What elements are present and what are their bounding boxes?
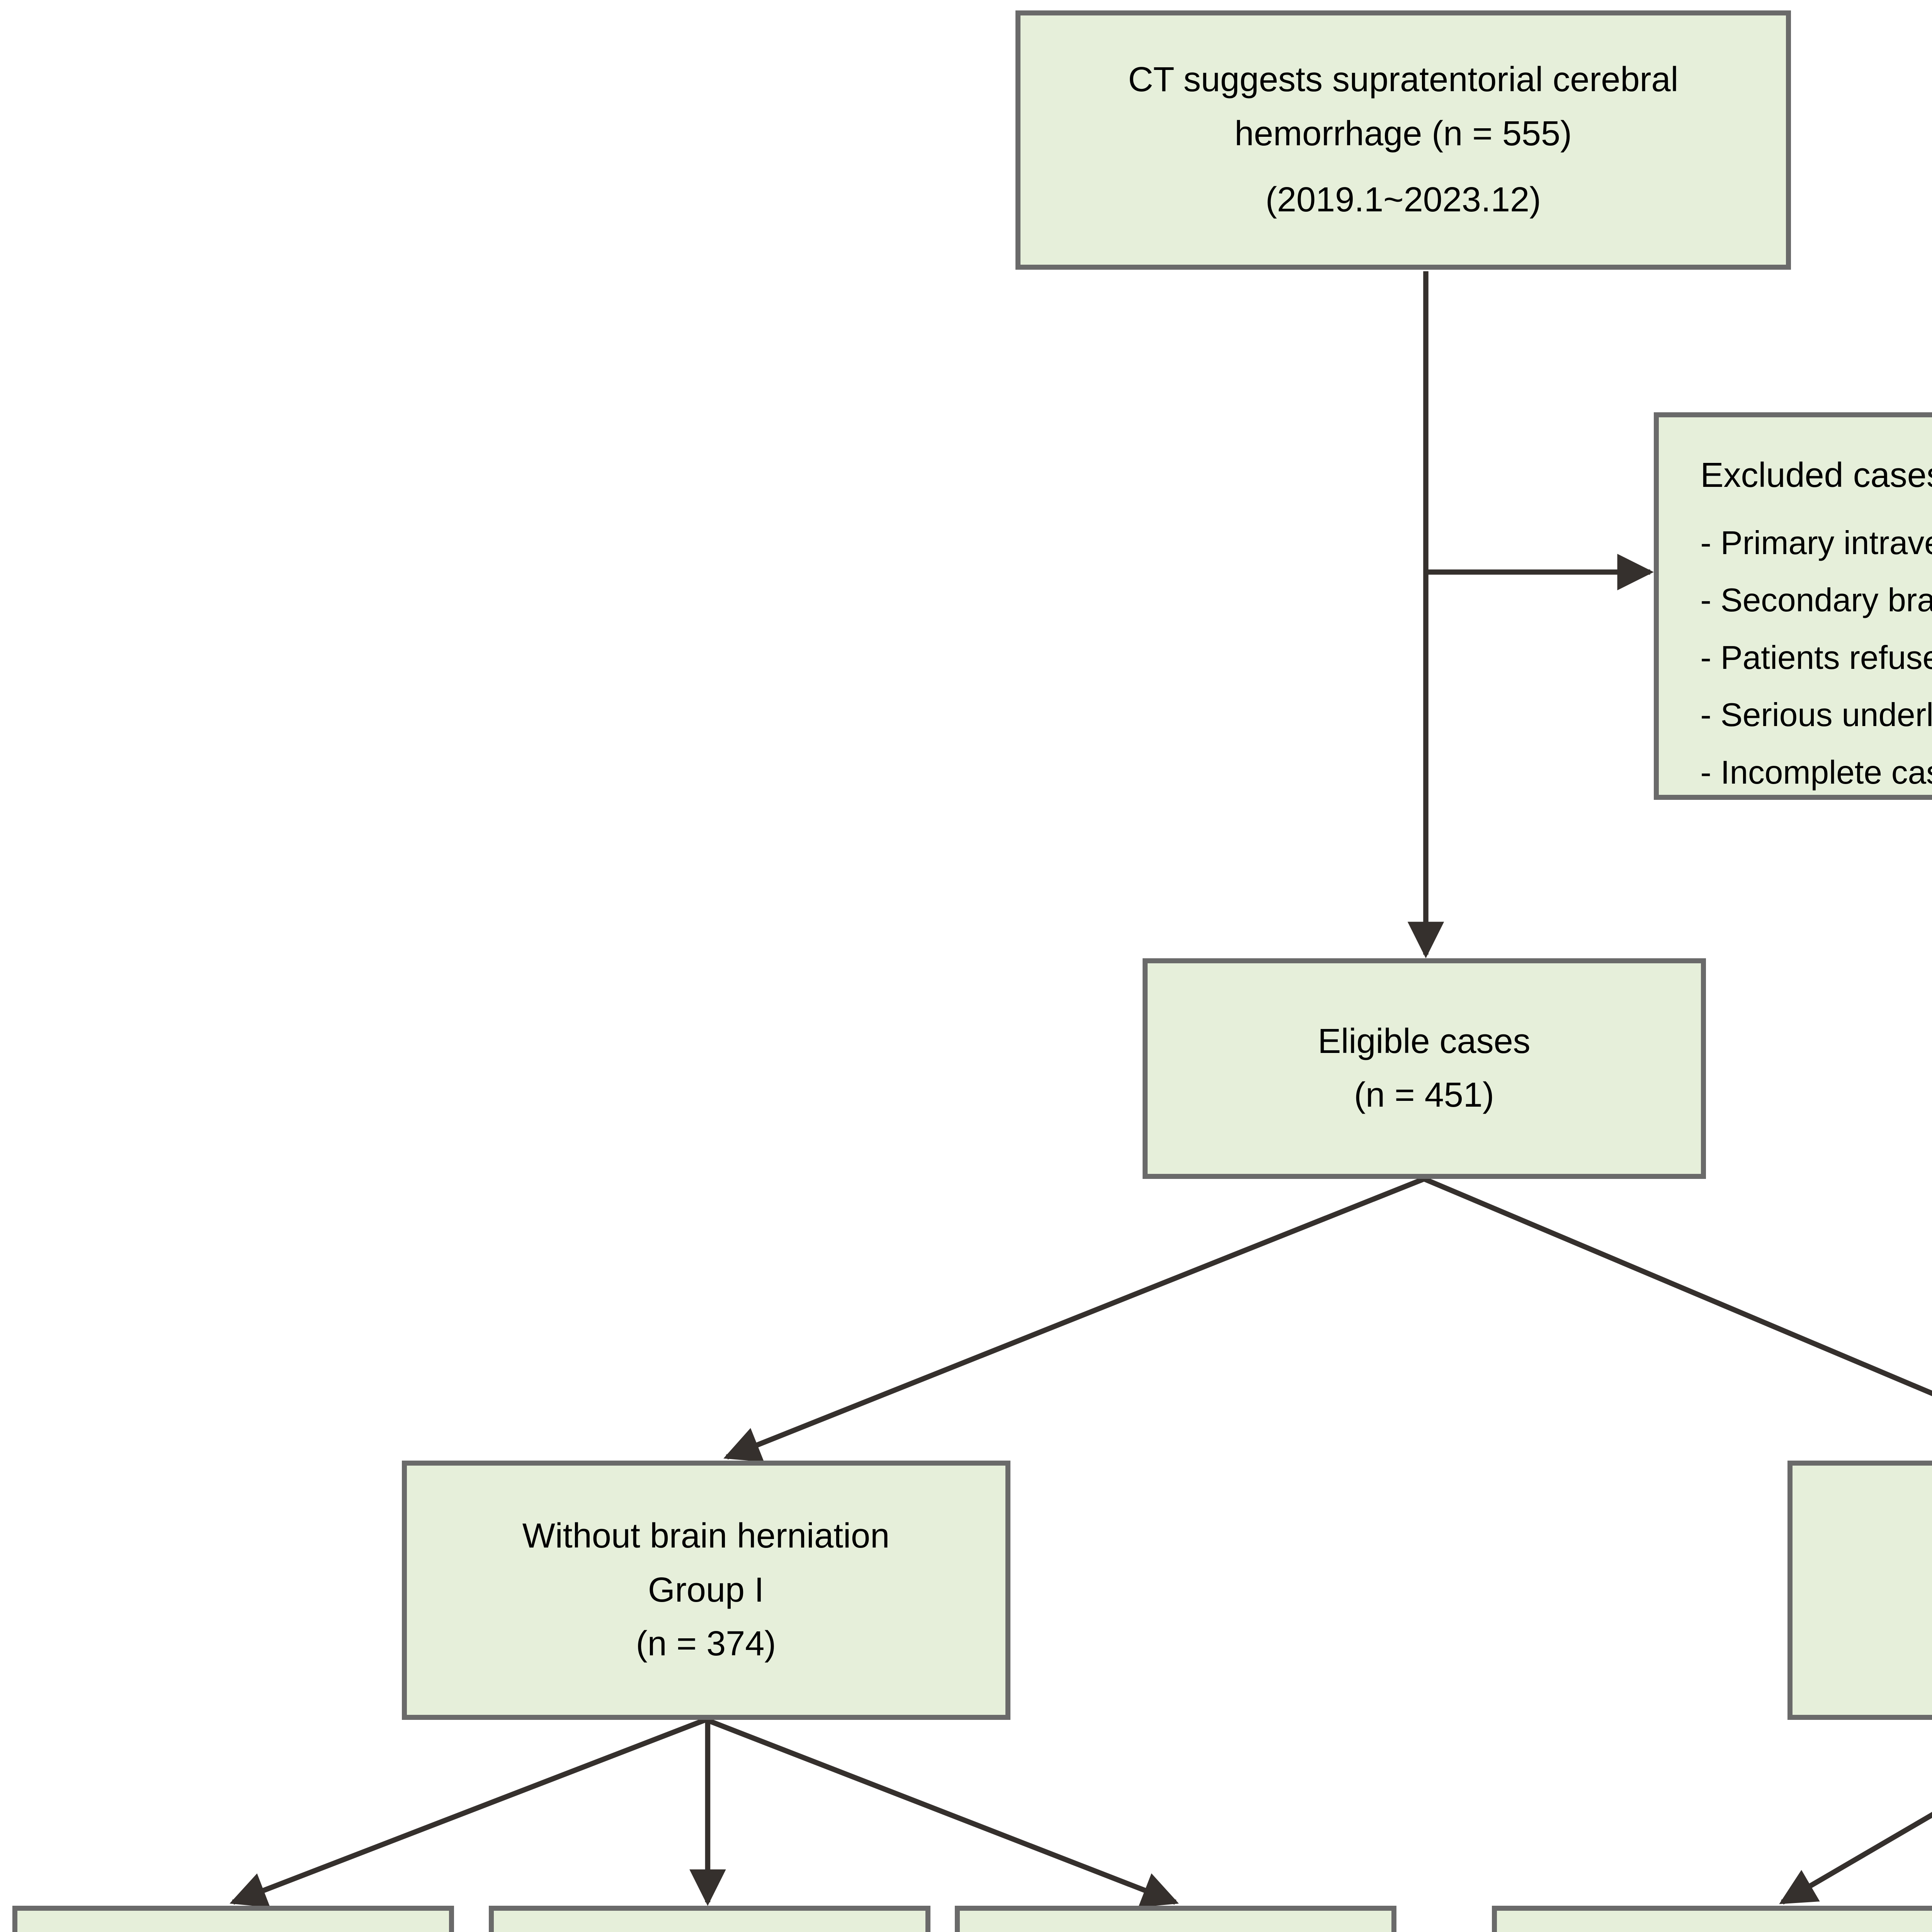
ct-box: CT suggests supratentorial cerebral hemo… [1015, 10, 1791, 270]
group1a-box: Group I-A "two-in-one" strategy (n = 198… [12, 1906, 454, 1932]
excluded-item: - Incomplete case documentation (n = 45) [1700, 754, 1932, 791]
eligible-box-line: (n = 451) [1354, 1076, 1494, 1115]
group1c-box: Group I-C Neuroendoscopy (n = 84) 2019.1… [954, 1906, 1396, 1932]
group1-box: Without brain herniation Group I (n = 37… [401, 1461, 1010, 1720]
group1-box-line: Without brain herniation [522, 1517, 890, 1555]
excluded-item: - Serious underlying disease (n = 21) [1700, 697, 1932, 733]
excluded-box: Excluded cases (n = 104) - Primary intra… [1653, 412, 1932, 800]
group1-box-line: (n = 374) [636, 1624, 776, 1663]
excluded-item: - Patients refuse surgery (n = 11) [1700, 639, 1932, 676]
ct-box-date: (2019.1~2023.12) [1265, 180, 1541, 219]
group1-box-line: Group I [648, 1570, 764, 1609]
group2-box: Brain herniation Group II (n = 77) [1787, 1461, 1932, 1720]
eligible-box-line: Eligible cases [1318, 1022, 1531, 1061]
excluded-title: Excluded cases (n = 104) [1700, 456, 1932, 495]
arrow-group2-to-2a [1779, 1812, 1932, 1905]
excluded-item: - Primary intraventricular bleeding (n =… [1700, 524, 1932, 561]
excluded-item: - Secondary brain hemorrhage (n = 15) [1700, 582, 1932, 619]
arrow-group1-to-1a [230, 1717, 707, 1908]
arrow-eligible-to-group2 [1423, 1176, 1932, 1396]
group1b-box: Group I-B Stereotactic aspiration (n = 9… [488, 1906, 930, 1932]
arrow-group1-to-1c [705, 1717, 1179, 1908]
arrow-eligible-to-group1 [723, 1176, 1425, 1462]
group2a-box: Group II-A "three-in-one" strategy (n = … [1492, 1906, 1932, 1932]
eligible-box: Eligible cases (n = 451) [1142, 958, 1706, 1179]
ct-box-line: hemorrhage (n = 555) [1234, 114, 1572, 153]
ct-box-line: CT suggests supratentorial cerebral [1128, 60, 1679, 99]
